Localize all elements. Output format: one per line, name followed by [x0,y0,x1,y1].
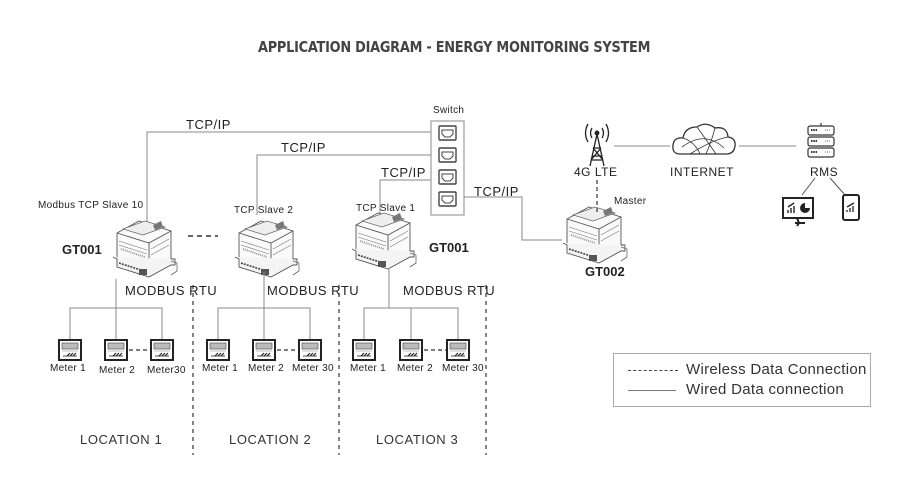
legend-wired-label: Wired Data connection [686,381,845,398]
wire-slave1-switch [379,179,431,215]
dashed-line-swatch [628,369,678,371]
meter-label-l3-1: Meter 1 [350,363,387,374]
meter-label-l3-2: Meter 2 [397,363,434,374]
lte-label: 4G LTE [574,165,618,179]
gateway-device-slave2 [234,220,300,278]
solid-line-swatch [628,389,676,391]
gateway-role-slave2: TCP Slave 2 [234,205,294,216]
wire-slave2-switch [256,154,431,215]
legend-wireless-label: Wireless Data Connection [686,361,867,378]
gateway-model-master: GT002 [585,264,625,279]
gateway-device-slave10 [112,220,178,278]
wire-switch-master [464,196,562,241]
meter-label-l2-30: Meter 30 [292,363,334,374]
meter-label-l1-30: Meter30 [147,365,186,376]
switch-port-1 [438,125,457,141]
gateway-role-master: Master [614,196,647,207]
gateway-device-slave1 [351,212,417,270]
meter-icon-l1-2 [104,339,128,361]
mobile-dashboard-icon [842,194,860,221]
tcp-ip-label-4: TCP/IP [474,184,519,199]
meter-icon-l3-30 [446,339,470,361]
rtu-bus-location-3 [363,268,459,341]
meter-label-l3-30: Meter 30 [442,363,484,374]
gateway-model-slave1: GT001 [429,240,469,255]
rms-label: RMS [810,165,839,179]
meter-icon-l1-1 [58,339,82,361]
switch-port-2 [438,147,457,163]
network-switch [430,120,465,216]
meter-icon-l3-2 [399,339,423,361]
modbus-rtu-label-3: MODBUS RTU [403,283,496,298]
diagram-title: APPLICATION DIAGRAM - ENERGY MONITORING … [258,38,651,56]
cloud-icon [672,123,736,155]
legend-item-wired: Wired Data connection [628,381,844,398]
gateway-role-slave10: Modbus TCP Slave 10 [38,200,144,211]
monitor-dashboard-icon [782,197,814,227]
switch-port-3 [438,169,457,185]
gateway-model-slave10: GT001 [62,242,102,257]
tcp-ip-label-3: TCP/IP [381,165,426,180]
meter-icon-l3-1 [352,339,376,361]
meter-label-l2-2: Meter 2 [248,363,285,374]
switch-port-4 [438,191,457,207]
tcp-ip-label-1: TCP/IP [186,117,231,132]
meter-icon-l2-2 [252,339,276,361]
switch-label: Switch [433,105,465,116]
location-label-3: LOCATION 3 [376,432,459,447]
location-label-1: LOCATION 1 [80,432,163,447]
meter-icon-l2-30 [298,339,322,361]
meter-icon-l2-1 [206,339,230,361]
rtu-bus-location-1 [69,279,163,341]
meter-label-l1-1: Meter 1 [50,363,87,374]
rtu-bus-location-2 [217,272,311,341]
meter-label-l1-2: Meter 2 [99,365,136,376]
gateway-device-master [562,206,628,264]
wire-slave10-switch [146,131,431,245]
legend-item-wireless: Wireless Data Connection [628,361,867,378]
modbus-rtu-label-1: MODBUS RTU [125,283,218,298]
modbus-rtu-label-2: MODBUS RTU [267,283,360,298]
internet-label: INTERNET [670,165,734,179]
server-rack-icon [807,123,835,158]
legend-box: Wireless Data Connection Wired Data conn… [613,353,871,407]
meter-icon-l1-30 [150,339,174,361]
gateway-role-slave1: TCP Slave 1 [356,203,416,214]
location-label-2: LOCATION 2 [229,432,312,447]
tcp-ip-label-2: TCP/IP [281,140,326,155]
meter-label-l2-1: Meter 1 [202,363,239,374]
cell-tower-icon [584,123,610,167]
